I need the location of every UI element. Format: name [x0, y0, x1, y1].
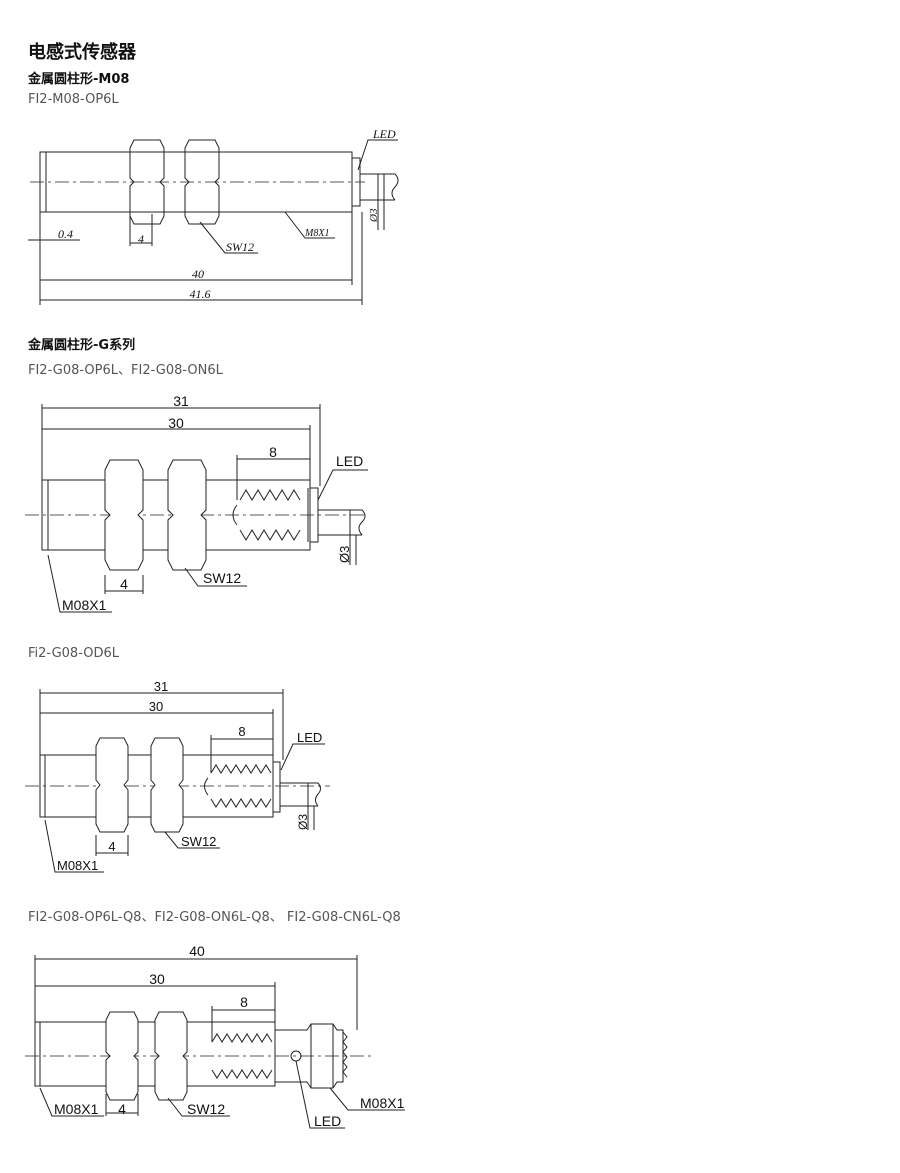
s4-thread-label: M08X1 [54, 1101, 99, 1117]
s3-body-label: 30 [149, 699, 163, 714]
s4-led-label: LED [314, 1113, 341, 1129]
s4-sw-label: SW12 [187, 1101, 225, 1117]
s1-d3-label: Ø3 [368, 208, 380, 223]
s4-body-label: 30 [149, 971, 165, 987]
s3-nut-label: 4 [108, 839, 115, 854]
s4-thread2-label: M08X1 [360, 1095, 405, 1111]
section1-title: 金属圆柱形-M08 [28, 72, 130, 87]
s2-led-label: LED [336, 453, 363, 469]
page-title: 电感式传感器 [28, 42, 136, 63]
s1-nut-label: 4 [138, 232, 144, 246]
s3-led-label: LED [297, 730, 322, 745]
s3-thread-label: M08X1 [57, 858, 98, 873]
section3-model: Fi2-G08-OD6L [28, 646, 120, 661]
s2-body-label: 30 [168, 415, 184, 431]
s3-spring-label: 8 [238, 724, 245, 739]
s1-thread-label: M8X1 [304, 228, 329, 239]
s3-sw-label: SW12 [181, 834, 216, 849]
s3-d3-label: Ø3 [296, 814, 310, 830]
s4-spring-label: 8 [240, 994, 248, 1010]
s1-total-label: 41.6 [190, 287, 211, 301]
s4-nut-label: 4 [118, 1101, 126, 1117]
s1-led-label: LED [372, 127, 396, 141]
s4-total-label: 40 [189, 943, 205, 959]
s1-body-label: 40 [192, 267, 204, 281]
s1-gap-label: 0.4 [58, 227, 73, 241]
s3-total-label: 31 [154, 679, 168, 694]
section1-model: FI2-M08-OP6L [28, 92, 119, 107]
s2-thread-label: M08X1 [62, 597, 107, 613]
s1-sw-label: SW12 [226, 240, 254, 254]
s2-spring-label: 8 [269, 444, 277, 460]
section2-title: 金属圆柱形-G系列 [28, 338, 136, 353]
s2-total-label: 31 [173, 393, 189, 409]
s2-nut-label: 4 [120, 576, 128, 592]
section2-model: FI2-G08-OP6L、FI2-G08-ON6L [28, 363, 223, 378]
s2-d3-label: Ø3 [337, 546, 352, 563]
s2-sw-label: SW12 [203, 570, 241, 586]
section4-model: FI2-G08-OP6L-Q8、FI2-G08-ON6L-Q8、 FI2-G08… [28, 910, 401, 925]
